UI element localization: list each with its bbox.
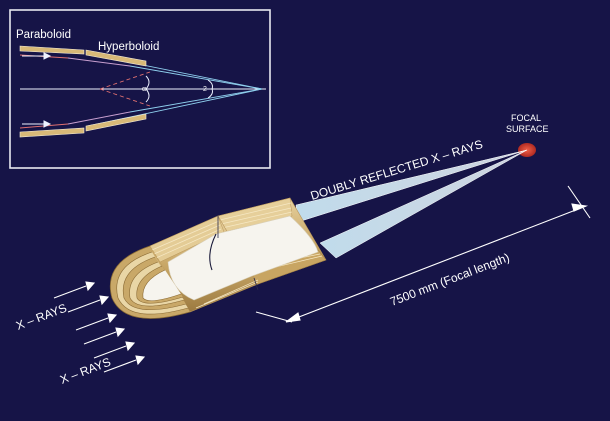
paraboloid-upper-mirror bbox=[19, 45, 85, 55]
paraboloid-label: Paraboloid bbox=[16, 29, 71, 41]
front-aperture bbox=[110, 245, 191, 319]
dimension-tick-far bbox=[567, 185, 591, 219]
hyperboloid-upper-mirror bbox=[85, 49, 147, 67]
aperture-shell-6 bbox=[142, 269, 182, 302]
inset-angle-marks bbox=[145, 75, 213, 103]
paraboloid-layer-lines bbox=[151, 220, 259, 309]
paraboloid-lower-mirror bbox=[19, 127, 85, 138]
xrays-label-top: X – RAYS bbox=[14, 301, 69, 333]
hyperboloid-lower-mirror bbox=[85, 113, 147, 132]
focal-label-line-2: SURFACE bbox=[506, 124, 549, 134]
inset-panel: α 2 Paraboloid Hyperboloid bbox=[9, 9, 271, 169]
inset-angle-label-2: 2 bbox=[203, 86, 207, 93]
lower-reflected-beam bbox=[319, 149, 528, 259]
inset-angle-label-1: α bbox=[142, 86, 146, 93]
segment-seam-bottom bbox=[253, 277, 259, 291]
dimension-tick-near bbox=[255, 311, 293, 323]
mirror-inner-bore bbox=[167, 215, 319, 301]
xrays-label-bottom: X – RAYS bbox=[58, 355, 113, 387]
dimension-line bbox=[285, 205, 587, 323]
segment-seam bbox=[209, 233, 217, 271]
focal-label-line-1: FOCAL bbox=[511, 113, 541, 123]
inset-mirrors bbox=[19, 45, 147, 138]
reflected-beams bbox=[295, 149, 528, 259]
focal-length-dimension bbox=[255, 185, 591, 323]
incoming-xray-arrows bbox=[53, 281, 146, 373]
hyperboloid-label: Hyperboloid bbox=[98, 41, 159, 53]
inset-incoming-arrows bbox=[22, 52, 52, 128]
mirror-assembly bbox=[110, 197, 327, 319]
